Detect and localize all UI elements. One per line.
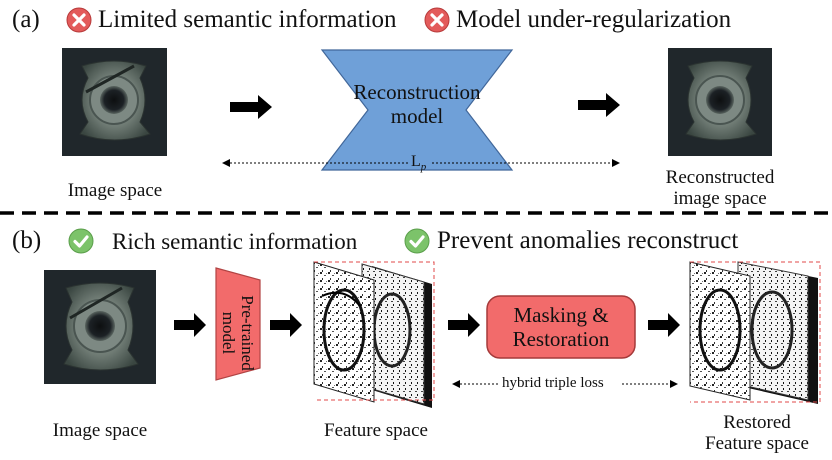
feature-space-stack [313, 261, 435, 408]
right-arrow-icon [174, 313, 206, 337]
reconstruction-model-shape [320, 49, 514, 171]
reconstructed-image [668, 48, 772, 156]
masking-restoration-label: Masking & Restoration [512, 303, 610, 351]
feature-space-caption: Feature space [324, 420, 428, 441]
input-caption-a: Image space [67, 180, 163, 201]
cross-circle-icon [66, 7, 92, 33]
input-caption-b: Image space [52, 420, 148, 441]
benefit-rich-semantic: Rich semantic information [112, 229, 358, 254]
lp-loss-label: Lp [411, 153, 427, 174]
panel-b-label: (b) [12, 227, 42, 254]
cross-circle-icon [424, 7, 450, 33]
right-arrow-icon [578, 93, 620, 117]
benefit-prevent-anomalies: Prevent anomalies reconstruct [437, 227, 739, 254]
hybrid-triple-loss-label: hybrid triple loss [502, 375, 604, 391]
restored-feature-caption: Restored Feature space [705, 412, 809, 454]
right-arrow-icon [448, 313, 480, 337]
check-circle-icon [404, 228, 430, 254]
pretrained-model-label: Pre-trained model [219, 295, 257, 371]
right-arrow-icon [270, 313, 302, 337]
double-arrow-icon [222, 159, 620, 167]
input-image-a [62, 48, 167, 156]
check-circle-icon [68, 228, 94, 254]
masking-restoration-box [486, 295, 636, 359]
panel-a-label: (a) [12, 6, 40, 33]
double-arrow-icon [452, 380, 678, 388]
reconstruction-model-label: Reconstruction model [353, 80, 481, 128]
restored-feature-stack [689, 261, 821, 404]
right-arrow-icon [648, 313, 680, 337]
right-arrow-icon [230, 95, 272, 119]
reconstructed-caption: Reconstructed image space [665, 167, 775, 209]
input-image-b [44, 270, 156, 384]
issue-limited-semantic: Limited semantic information [98, 6, 397, 33]
issue-under-regularization: Model under-regularization [456, 6, 732, 33]
pretrained-model-shape [215, 267, 261, 381]
